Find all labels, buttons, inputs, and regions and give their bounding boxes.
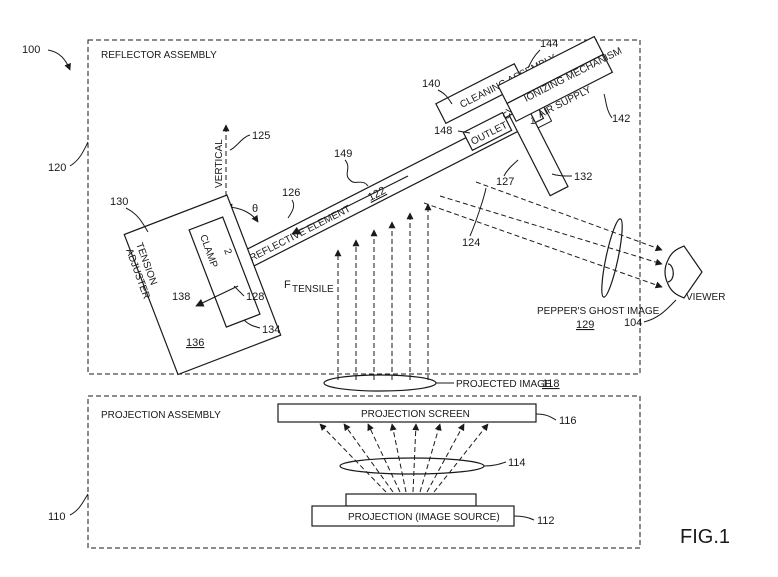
clamp-2-index: 2 [221,247,233,256]
reflected-ray-3 [475,181,663,252]
outlet-group [462,111,513,152]
leader-128 [233,285,245,297]
projection-screen [277,403,537,423]
ref-120: 120 [48,162,66,174]
fan-ray-7 [426,423,465,493]
clamp-1-index: 1 [530,116,536,127]
ref-127: 127 [496,176,514,188]
reflective-element-label: REFLECTIVE ELEMENT [248,204,353,265]
ref-128: 128 [246,291,264,303]
clamp-2-box [188,216,261,328]
ref-116: 116 [559,415,577,427]
leader-134 [243,319,261,329]
projected-image-label: PROJECTED IMAGE [456,379,552,390]
f-tensile-f: F [284,279,291,291]
projector-lens-housing [345,493,477,507]
ref-100: 100 [22,44,40,56]
ref-149: 149 [334,148,352,160]
viewer-label: VIEWER [686,292,725,303]
cleaning-assembly-group [435,62,526,125]
peppers-ghost-image-label: PEPPER'S GHOST IMAGE [537,306,660,317]
leader-114 [483,461,507,467]
reflected-ray-1 [423,202,663,289]
figure-label: FIG.1 [680,526,730,548]
fan-ray-3 [367,423,401,493]
leader-127 [503,159,519,177]
leader-132 [551,173,573,177]
ref-130: 130 [110,196,128,208]
ref-129: 129 [576,319,594,331]
leader-140 [437,89,453,105]
theta-label: θ [252,203,258,215]
ref-148: 148 [434,125,452,137]
ref-144: 144 [540,38,558,50]
leader-124 [469,187,487,237]
viewer-eye-icon [664,245,703,299]
leader-110 [69,493,89,516]
cleaning-assembly-box [435,62,526,125]
tension-adjuster-group [123,194,282,376]
leader-149 [344,159,369,187]
ref-138: 138 [172,291,190,303]
tension-adjuster-box [123,194,282,376]
fan-ray-2 [343,423,394,493]
reflected-ray-2 [439,195,663,266]
ref-110: 110 [48,511,66,523]
projection-assembly-label: PROJECTION ASSEMBLY [101,410,221,421]
f-tensile-sub: TENSILE [292,284,334,295]
airflow-arrow-upper [291,175,409,235]
air-supply-box [506,53,614,123]
ref-132: 132 [574,171,592,183]
clamp-2-group [188,216,261,328]
projection-source-label: PROJECTION (IMAGE SOURCE) [348,512,500,523]
ref-126: 126 [282,187,300,199]
vertical-label: VERTICAL [214,139,225,188]
leader-120 [69,141,89,167]
ionizing-group [497,35,614,123]
leader-126 [287,199,295,219]
leader-130 [125,207,149,233]
fan-ray-1 [319,423,387,493]
reflector-assembly-frame [87,39,641,375]
outlet-box [462,111,513,152]
ref-104: 104 [624,317,642,329]
ref-142: 142 [612,113,630,125]
leader-142 [603,93,613,119]
ref-124: 124 [462,237,480,249]
leader-148 [457,130,471,134]
ref-136: 136 [186,337,204,349]
leader-125 [229,134,251,151]
ref-112: 112 [537,515,555,527]
ref-114: 114 [508,457,526,469]
ref-140: 140 [422,78,440,90]
lens-114 [339,457,485,475]
projection-screen-label: PROJECTION SCREEN [361,409,470,420]
ref-125: 125 [252,130,270,142]
tension-arrow-138 [195,285,239,307]
leader-104 [643,299,677,323]
projected-image-ellipse [323,374,437,392]
leader-144 [527,49,541,69]
leader-116 [535,413,557,421]
ref-118: 118 [542,378,560,390]
projection-assembly-frame [87,395,641,549]
leader-112 [513,515,535,521]
leader-100 [47,49,71,71]
fan-ray-8 [433,423,489,493]
viewer-pupil [667,263,674,283]
reflector-assembly-label: REFLECTOR ASSEMBLY [101,50,217,61]
ref-134: 134 [262,324,280,336]
peppers-ghost-image-ellipse [601,218,623,298]
